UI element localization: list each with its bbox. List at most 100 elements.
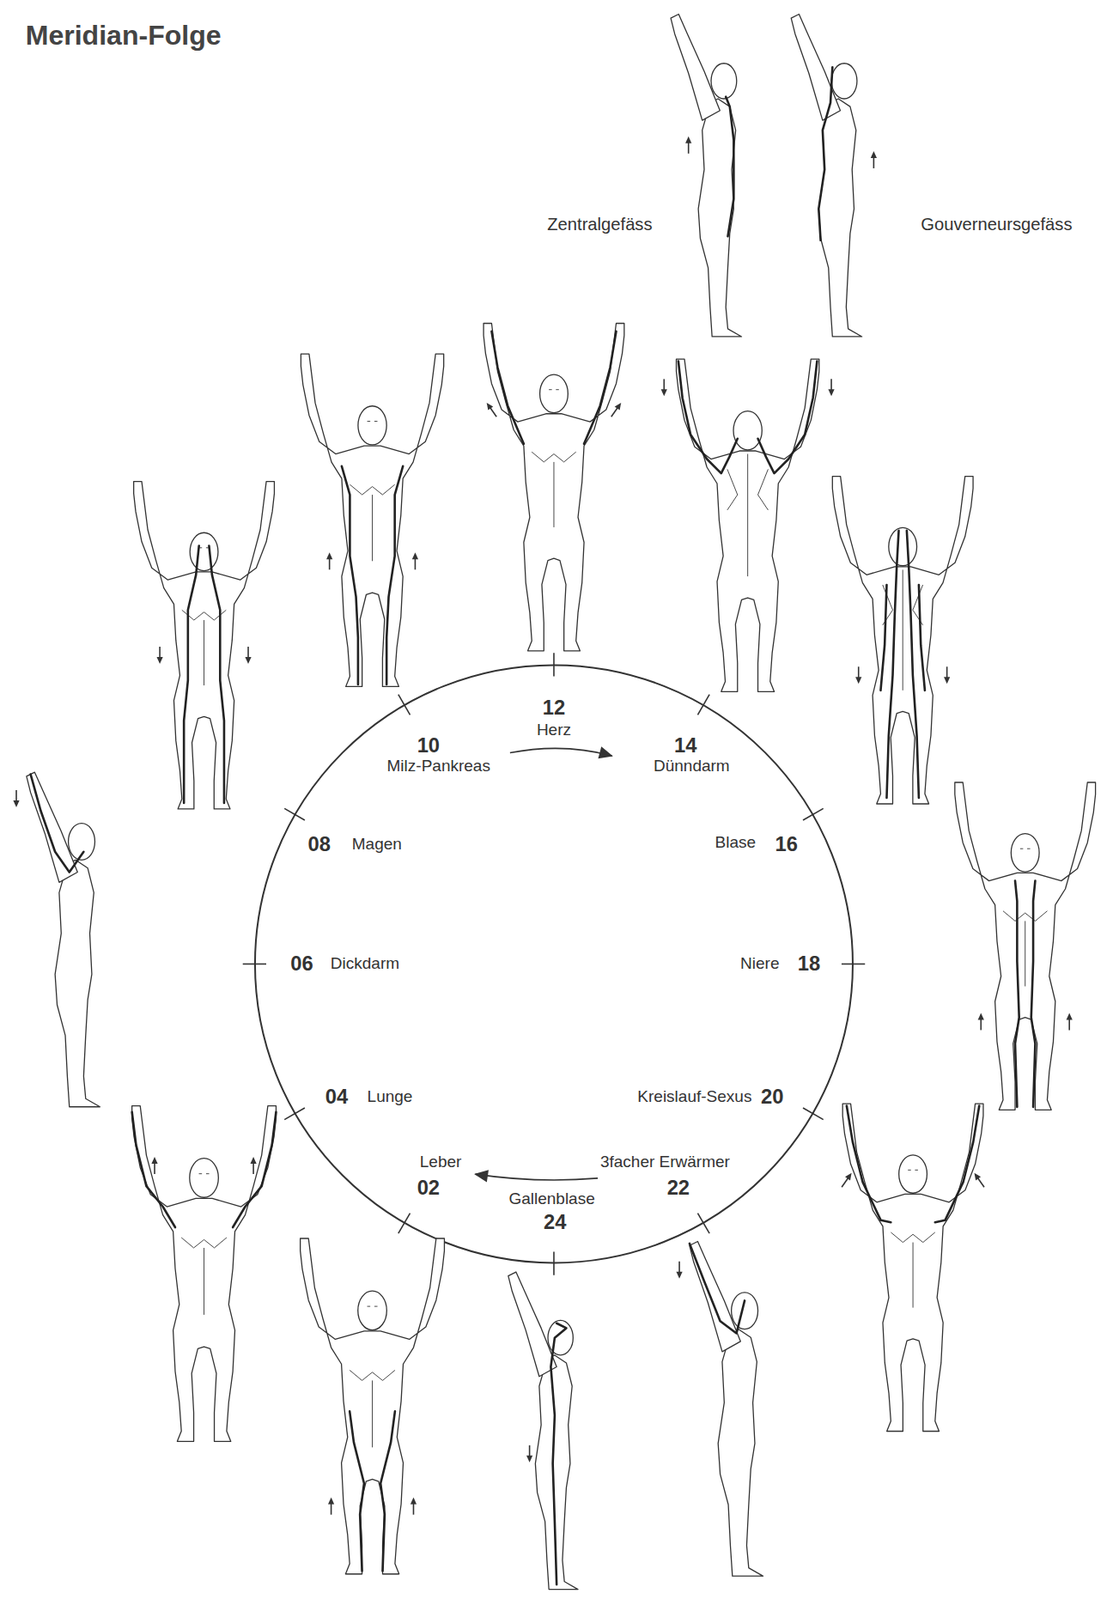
eye (907, 1169, 912, 1171)
body-outline (133, 481, 275, 809)
flow-direction-arrow-head (486, 402, 494, 411)
body-outline (818, 98, 862, 337)
time-number: 06 (290, 952, 313, 975)
body-outline (483, 322, 625, 651)
head (189, 532, 219, 571)
meridian-label: Gallenblase (508, 1189, 595, 1208)
eye (555, 389, 560, 390)
human-figure (689, 1241, 764, 1577)
tick-mark (284, 1107, 305, 1120)
body-outline (132, 1106, 277, 1442)
meridian-label: Dickdarm (330, 954, 400, 974)
meridian-line (758, 360, 818, 474)
head (358, 406, 387, 445)
head (831, 63, 858, 99)
chest-line (1003, 911, 1047, 922)
abdomen-line (1024, 920, 1026, 986)
tick-mark (697, 694, 710, 716)
meridian-line (880, 584, 887, 691)
time-number: 08 (308, 833, 331, 856)
chest-line (890, 1232, 935, 1243)
flow-arrow-head (597, 746, 613, 759)
meridian-line (132, 1112, 176, 1228)
time-number: 12 (542, 696, 566, 719)
human-figure (508, 1271, 578, 1590)
arm-outline (508, 1271, 557, 1377)
time-number: 20 (760, 1085, 784, 1108)
meridian-line (725, 97, 734, 238)
tick-mark (398, 1213, 411, 1235)
time-number: 02 (417, 1176, 440, 1199)
human-figure (132, 1106, 277, 1442)
human-figure (676, 358, 820, 692)
meridian-line (386, 466, 403, 685)
human-figure (300, 353, 444, 687)
meridian-label: Leber (419, 1152, 463, 1171)
eye (199, 1173, 203, 1174)
flow-direction-arrow-head (156, 656, 163, 664)
shoulder-blade (882, 584, 894, 626)
meridian-label: Lunge (367, 1087, 414, 1106)
meridian-line (886, 530, 899, 798)
time-number: 14 (674, 734, 697, 757)
meridian-line (818, 66, 833, 240)
time-number: 10 (417, 734, 440, 757)
head (731, 1292, 759, 1330)
time-number: 22 (667, 1176, 690, 1199)
human-figure (954, 782, 1096, 1110)
eye (374, 420, 378, 422)
human-figure (483, 322, 625, 651)
flow-direction-arrow-head (978, 1012, 985, 1020)
meridian-line (906, 530, 919, 798)
head (189, 1158, 219, 1199)
diagram-title: Meridian-Folge (25, 20, 222, 51)
eye (1020, 848, 1024, 850)
meridian-label: Blase (715, 833, 757, 852)
human-figure (842, 1103, 984, 1431)
meridian-line (935, 1105, 980, 1223)
time-number: 16 (775, 833, 798, 856)
flow-direction-arrow-head (827, 389, 834, 396)
flow-arrow-head (474, 1169, 489, 1182)
tick-mark (284, 808, 305, 821)
meridian-line (678, 360, 738, 474)
time-number: 18 (797, 952, 821, 975)
spine-line (747, 454, 749, 578)
abdomen-line (203, 620, 205, 686)
flow-direction-arrow-head (249, 1156, 256, 1164)
flow-direction-arrow-head (326, 552, 333, 560)
body-outline (300, 353, 444, 687)
abdomen-line (371, 1380, 373, 1448)
body-outline (717, 1329, 763, 1576)
flow-direction-arrow-head (244, 656, 251, 664)
arm-outline (670, 14, 720, 122)
time-number: 04 (325, 1085, 348, 1108)
shoulder-blade (912, 584, 924, 626)
meridian-line (583, 331, 616, 444)
meridian-label: Kreislauf-Sexus (637, 1087, 752, 1106)
flow-direction-arrow-head (410, 1497, 417, 1505)
chest-line (181, 1237, 227, 1248)
head (899, 1155, 928, 1193)
meridian-line (918, 584, 925, 691)
eye (914, 1169, 919, 1171)
eye (206, 1173, 210, 1174)
flow-direction-arrow-head (412, 552, 419, 560)
meridian-line (380, 1410, 396, 1571)
flow-direction-arrow-head (870, 151, 877, 159)
tick-mark (697, 1213, 710, 1235)
meridian-line (341, 466, 359, 685)
tick-mark (841, 963, 865, 966)
flow-direction-arrow-head (675, 1271, 682, 1279)
abdomen-line (912, 1242, 914, 1308)
tick-mark (553, 652, 555, 676)
meridian-line (1015, 881, 1020, 1107)
tick-mark (802, 808, 824, 821)
meridian-label: Herz (536, 721, 572, 740)
human-figure (133, 481, 275, 809)
eye (367, 1306, 371, 1308)
flow-direction-arrow-head (1066, 1012, 1073, 1020)
tick-marks (243, 652, 866, 1276)
meridian-line (349, 1410, 365, 1571)
